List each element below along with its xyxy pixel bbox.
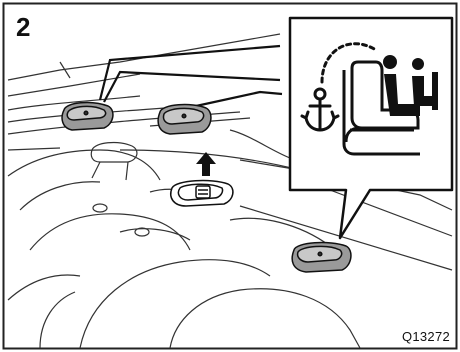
step-number: 2 — [16, 14, 30, 40]
anchor-cover-lifted — [171, 181, 233, 206]
figure-code: Q13272 — [402, 330, 450, 343]
headrest-outline — [91, 143, 149, 236]
tether-anchor-bracket-middle — [158, 105, 211, 134]
tether-anchor-bracket-left — [62, 103, 113, 130]
tether-anchor-bracket-right — [292, 243, 351, 272]
up-arrow-icon — [196, 152, 216, 176]
